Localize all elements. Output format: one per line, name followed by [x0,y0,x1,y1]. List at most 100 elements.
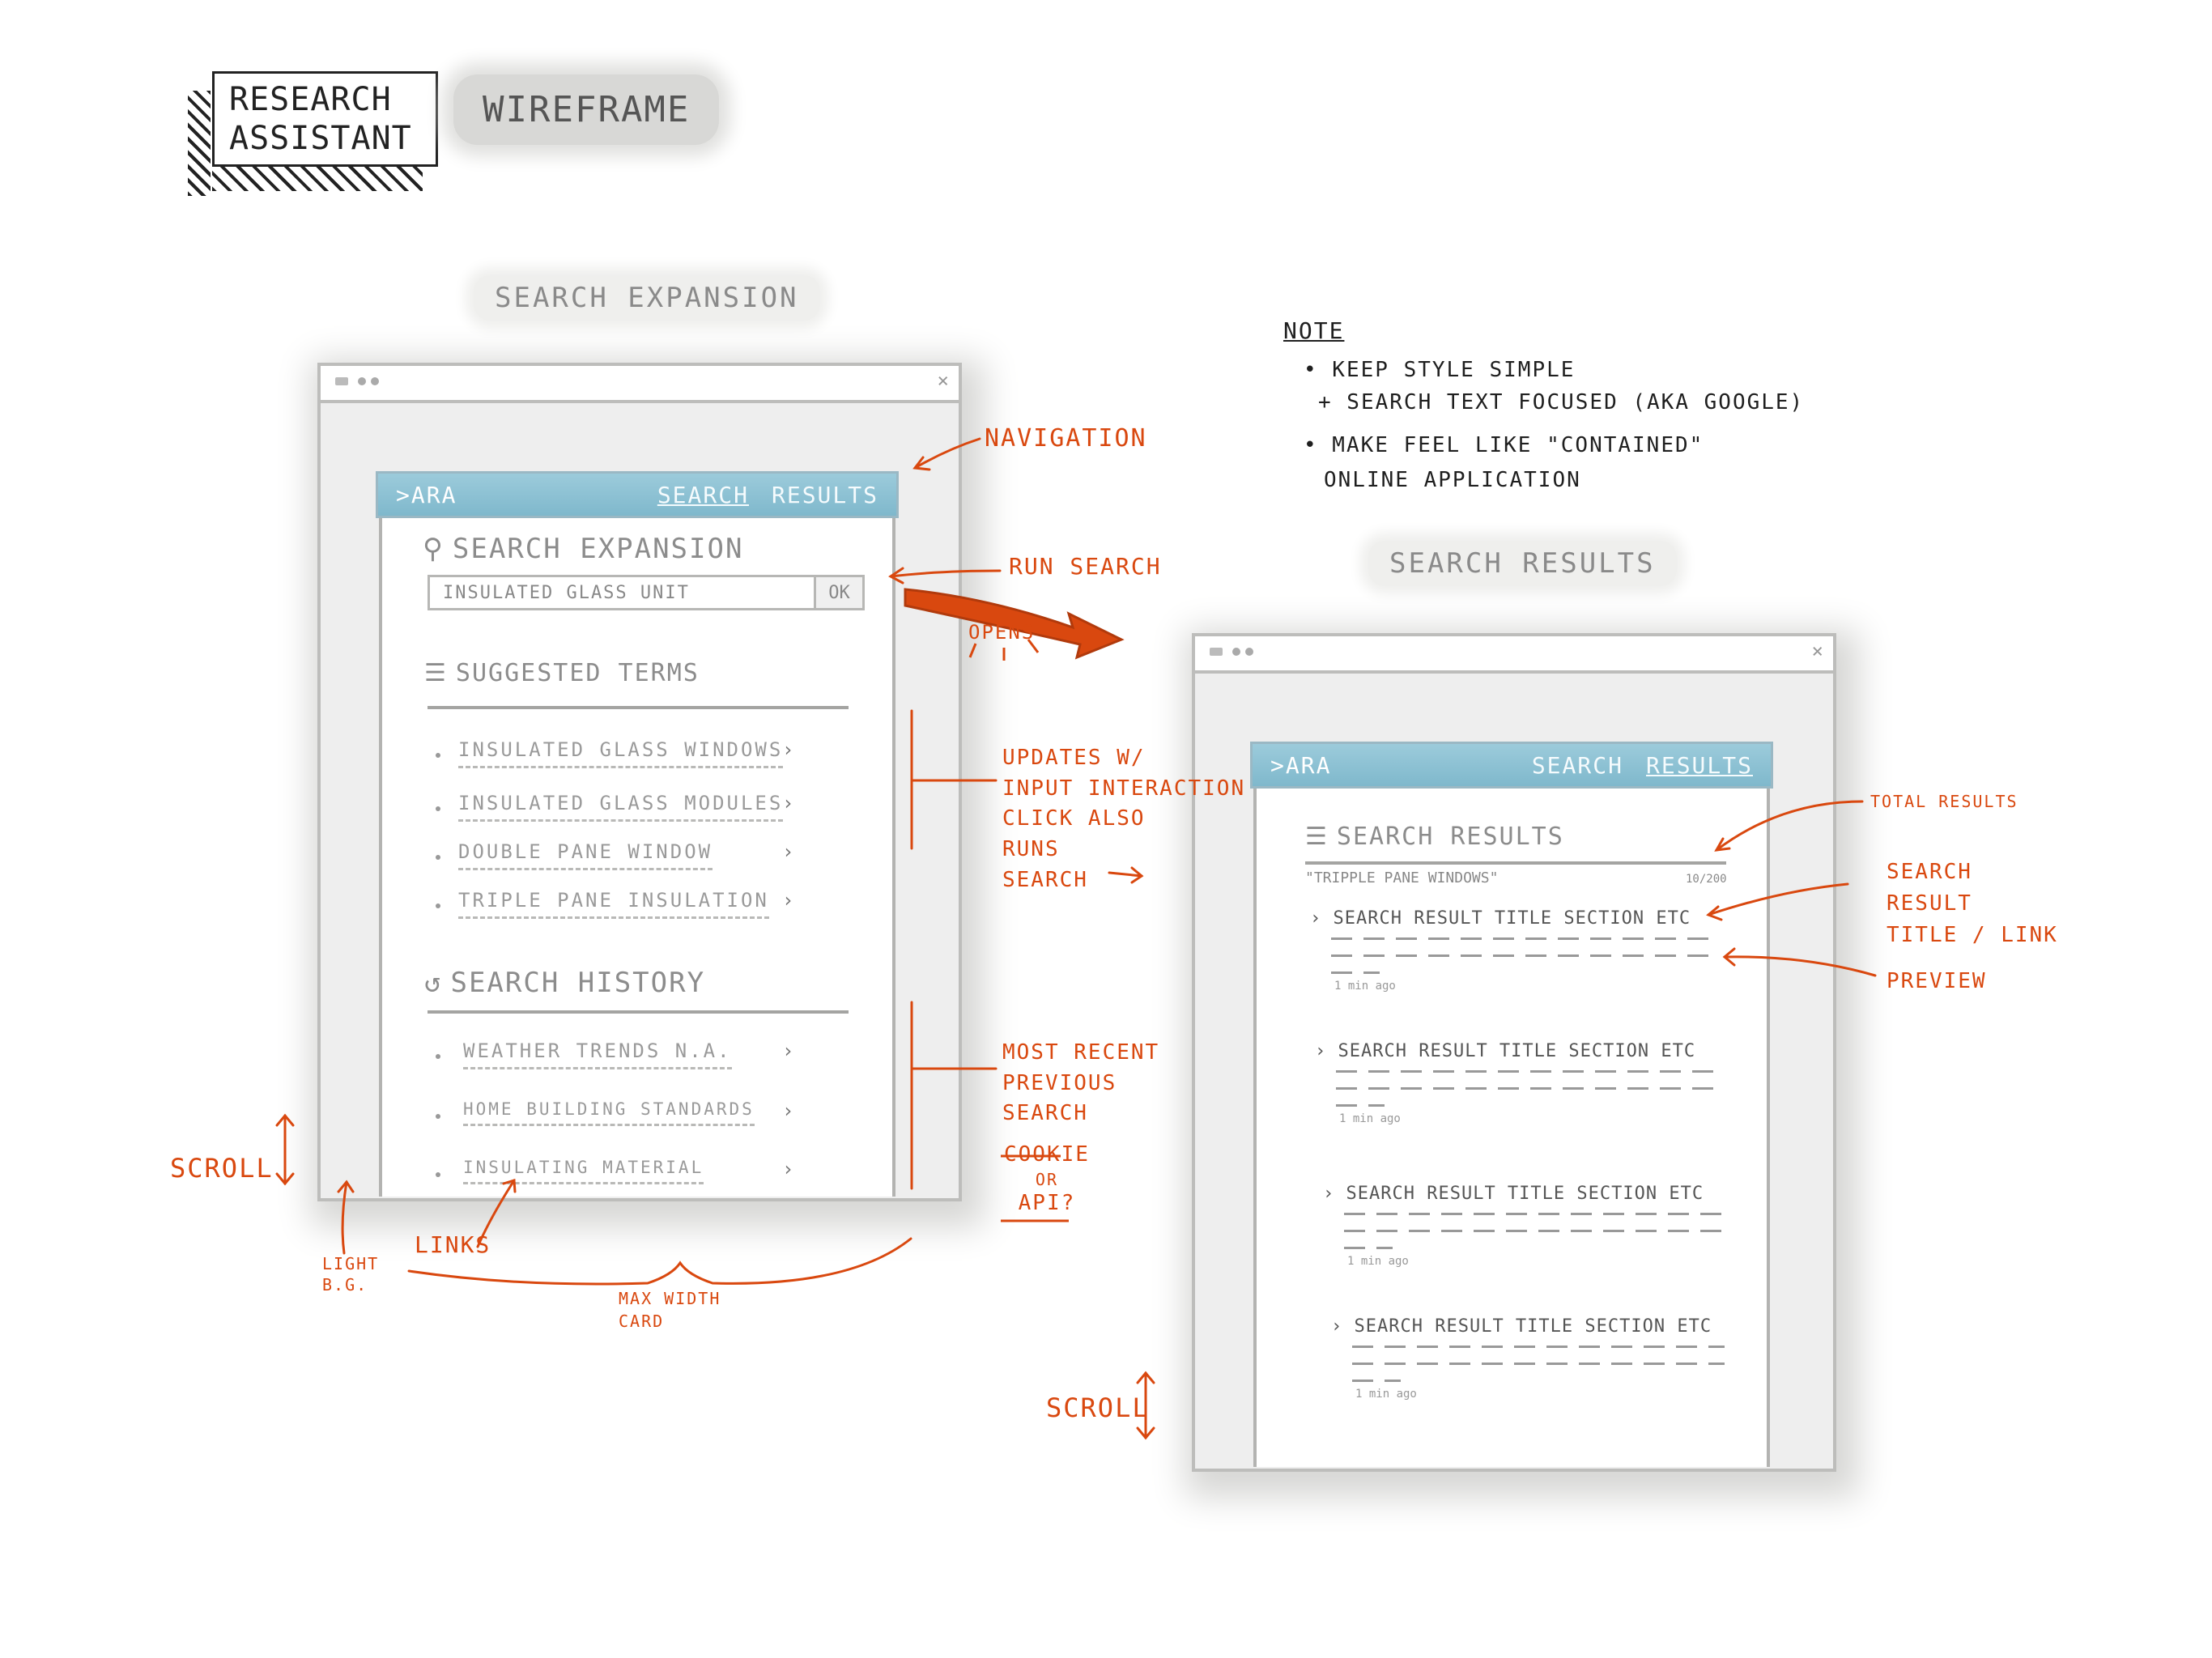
annotation-cookie: COOKIE OR API? [1004,1141,1090,1218]
divider [428,706,849,709]
nav-search[interactable]: SEARCH [1531,751,1623,779]
result-preview [1344,1198,1725,1264]
annotation-search-result-line: RESULT [1887,891,1972,916]
result-preview [1336,1056,1725,1121]
annotation-updates-line: UPDATES W/ [1002,746,1146,770]
search-results-heading: ☰ SEARCH RESULTS [1305,823,1564,851]
annotation-light-bg: LIGHT B.G. [322,1253,379,1295]
annotation-most-recent-line: PREVIOUS [1002,1070,1117,1095]
chevron-right-icon: › [782,1158,794,1180]
arrow-links [476,1179,516,1248]
logo-line-2: ASSISTANT [229,120,412,157]
annotation-preview: PREVIEW [1887,969,1987,993]
search-results-card: >ARA SEARCH RESULTS ☰ SEARCH RESULTS "TR… [1250,742,1773,1467]
annotation-search-result-line: SEARCH [1887,860,1972,884]
nav-results[interactable]: RESULTS [1645,751,1753,779]
search-query: "TRIPPLE PANE WINDOWS" [1305,869,1499,886]
result-preview [1352,1331,1725,1397]
search-heading-text: SEARCH EXPANSION [452,533,744,565]
window-control-icon[interactable] [371,377,379,385]
note-line-2: + SEARCH TEXT FOCUSED (AKA GOOGLE) [1318,390,1805,414]
search-result-title-link[interactable]: › SEARCH RESULT TITLE SECTION ETC [1310,908,1691,929]
close-icon[interactable]: × [937,369,949,392]
arrow-run-search [889,569,1002,578]
bullet [436,806,440,811]
annotation-updates-line: CLICK ALSO [1002,806,1146,831]
brand[interactable]: >ARA [396,481,457,508]
chevron-right-icon: › [782,792,794,814]
annotation-updates-line: RUNS [1002,837,1060,862]
window-titlebar: × [1195,636,1833,674]
nav-search[interactable]: SEARCH [657,481,749,508]
bracket-max-width [407,1237,912,1286]
history-link[interactable]: INSULATING MATERIAL [463,1158,704,1184]
search-input[interactable] [428,575,816,610]
window-control-icon[interactable] [1210,648,1223,656]
arrow-light-bg [341,1180,348,1255]
window-control-icon[interactable] [1232,648,1240,656]
search-result-title-link[interactable]: › SEARCH RESULT TITLE SECTION ETC [1315,1041,1696,1061]
note-line-4: ONLINE APPLICATION [1324,468,1581,492]
annotation-most-recent: MOST RECENT PREVIOUS SEARCH [1002,1038,1159,1129]
search-expansion-heading: ⚲ SEARCH EXPANSION [423,533,743,565]
list-icon: ☰ [424,659,448,687]
divider [1305,861,1726,865]
search-expansion-window: × >ARA SEARCH RESULTS ⚲ SEARCH EXPANSION… [317,363,962,1201]
chevron-right-icon: › [782,1099,794,1122]
arrow-total-results [1715,800,1864,852]
annotation-opens: OPENS [968,621,1036,644]
annotation-total-results: TOTAL RESULTS [1870,792,2018,811]
arrow-click-runs-search [1108,871,1143,878]
arrow-navigation [913,437,981,470]
window-control-icon[interactable] [1245,648,1253,656]
ok-button[interactable]: OK [816,575,865,610]
annotation-most-recent-line: MOST RECENT [1002,1040,1160,1065]
annotation-updates: UPDATES W/ INPUT INTERACTION CLICK ALSO … [1002,743,1245,895]
search-result-title-link[interactable]: › SEARCH RESULT TITLE SECTION ETC [1331,1316,1712,1337]
annotation-cookie-line: OR [1035,1169,1058,1189]
window-control-icon[interactable] [358,377,366,385]
annotation-navigation: NAVIGATION [985,424,1147,453]
logo-line-1: RESEARCH [229,81,392,118]
search-icon: ⚲ [423,533,445,565]
search-result-title-link[interactable]: › SEARCH RESULT TITLE SECTION ETC [1323,1184,1704,1204]
annotation-most-recent-line: SEARCH [1002,1101,1088,1126]
close-icon[interactable]: × [1811,640,1823,662]
annotation-updates-line: SEARCH [1002,867,1088,892]
history-link[interactable]: HOME BUILDING STANDARDS [463,1099,755,1126]
suggested-term-link[interactable]: INSULATED GLASS MODULES [458,792,784,822]
search-expansion-card: >ARA SEARCH RESULTS ⚲ SEARCH EXPANSION O… [376,471,899,1197]
bullet [436,903,440,908]
list-icon: ☰ [1305,823,1329,851]
chevron-right-icon: › [782,1039,794,1062]
annotation-cookie-line: API? [1018,1190,1076,1215]
annotation-max-width-line: CARD [619,1312,665,1331]
suggested-term-link[interactable]: INSULATED GLASS WINDOWS [458,738,784,768]
result-preview [1331,923,1720,988]
result-title-text: SEARCH RESULT TITLE SECTION ETC [1354,1316,1712,1337]
total-results: 10/200 [1686,873,1727,886]
brand[interactable]: >ARA [1270,751,1332,779]
annotation-scroll-left: SCROLL [170,1153,274,1184]
annotation-scroll-right: SCROLL [1046,1392,1150,1423]
history-icon: ↺ [424,967,443,999]
window-control-icon[interactable] [335,377,348,385]
suggested-term-link[interactable]: TRIPLE PANE INSULATION [458,889,769,919]
bullet [436,1172,440,1177]
annotation-links: LINKS [415,1231,491,1258]
search-results-label: SEARCH RESULTS [1368,541,1677,586]
bullet [436,855,440,860]
result-title-text: SEARCH RESULT TITLE SECTION ETC [1338,1041,1696,1061]
history-link[interactable]: WEATHER TRENDS N.A. [463,1039,732,1069]
result-title-text: SEARCH RESULT TITLE SECTION ETC [1333,908,1691,929]
logo-hatching-bottom [212,165,423,191]
suggested-term-link[interactable]: DOUBLE PANE WINDOW [458,840,713,870]
arrow-preview [1723,955,1877,977]
result-meta: 1 min ago [1339,1112,1401,1125]
logo-hatching [188,91,211,196]
opens-arrow [904,588,1125,661]
divider [428,1010,849,1014]
window-titlebar: × [321,366,959,403]
nav-results[interactable]: RESULTS [771,481,878,508]
